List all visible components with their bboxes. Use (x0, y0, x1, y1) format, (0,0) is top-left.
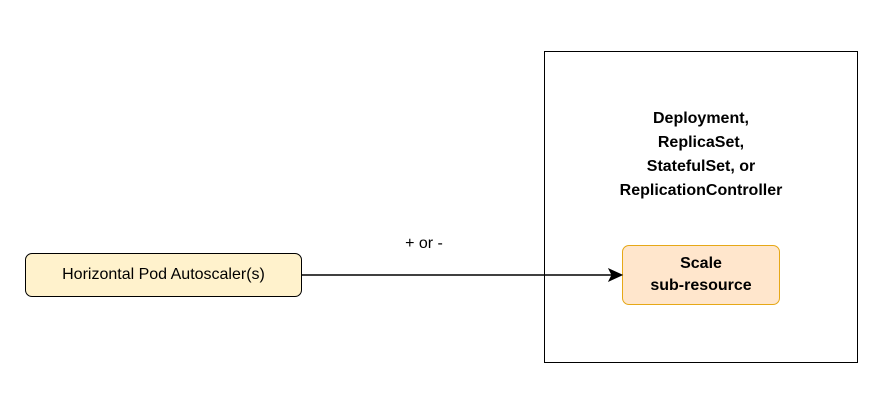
workload-title-line: ReplicaSet, (657, 134, 745, 151)
scale-node-line: sub-resource (650, 277, 752, 294)
workload-title: Deployment, ReplicaSet, StatefulSet, or … (544, 107, 858, 203)
workload-title-line: ReplicationController (619, 182, 783, 199)
hpa-node-label: Horizontal Pod Autoscaler(s) (62, 266, 265, 283)
edge-label: + or - (405, 235, 443, 252)
workload-container (544, 51, 858, 363)
scale-subresource-node[interactable]: Scale sub-resource (622, 245, 780, 305)
workload-title-line: Deployment, (652, 110, 749, 127)
hpa-node[interactable]: Horizontal Pod Autoscaler(s) (25, 253, 302, 297)
scale-node-line: Scale (680, 255, 722, 272)
workload-title-line: StatefulSet, or (646, 158, 756, 175)
